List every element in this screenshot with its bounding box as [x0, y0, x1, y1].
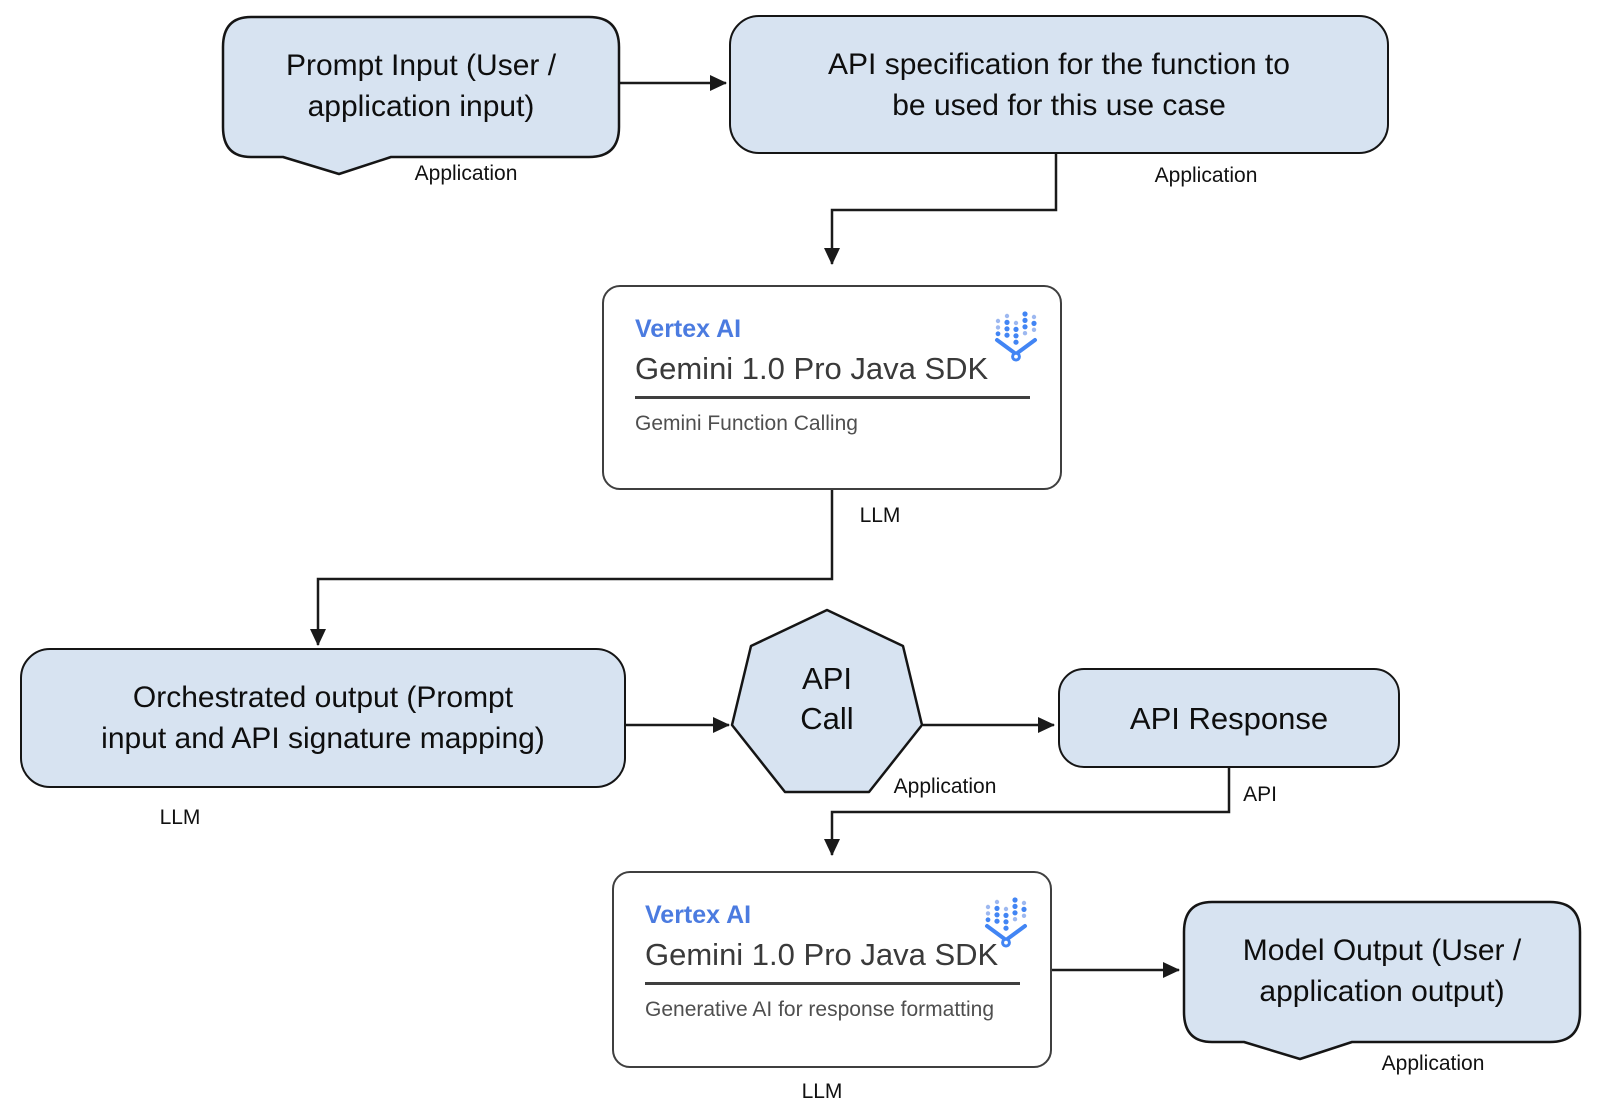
- tag-llm: LLM: [159, 806, 201, 829]
- heptagon-svg: [730, 608, 924, 794]
- node-prompt-input-text: Prompt Input (User / application input): [221, 15, 621, 157]
- heptagon-shape: [730, 608, 924, 794]
- vertex-ai-title: Vertex AI: [635, 315, 742, 343]
- node-orchestrated-output: Orchestrated output (Prompt input and AP…: [20, 648, 626, 788]
- node-model-output: Model Output (User / application output): [1182, 900, 1582, 1065]
- node-api-call-text: API Call: [727, 606, 927, 806]
- card-divider: [635, 396, 1030, 399]
- callout-shape: [1182, 900, 1582, 1061]
- connector-llm1-to-orchestrated: [310, 490, 834, 646]
- tag-application: Application: [414, 162, 518, 185]
- node-api-spec: API specification for the function to be…: [729, 15, 1389, 154]
- node-prompt-input: Prompt Input (User / application input): [221, 15, 621, 180]
- text-line: be used for this use case: [892, 88, 1226, 122]
- card-divider: [645, 982, 1020, 985]
- text-line: API Response: [1129, 700, 1329, 736]
- text-line: Call: [800, 701, 854, 736]
- vertex-ai-icon: [985, 897, 1027, 948]
- connector-apiresponse-to-llm2: [824, 768, 1231, 856]
- text-line: Orchestrated output (Prompt: [132, 681, 514, 714]
- callout-shape-svg: [1182, 900, 1582, 1061]
- text-line: application input): [307, 90, 535, 123]
- text-line: application output): [1259, 975, 1505, 1008]
- tag-api: API: [1243, 783, 1277, 806]
- tag-llm: LLM: [801, 1080, 843, 1103]
- connector-apispec-to-llm1: [824, 154, 1058, 265]
- vertex-ai-title: Vertex AI: [645, 901, 752, 929]
- gemini-sdk-subtitle: Gemini 1.0 Pro Java SDK: [635, 351, 989, 386]
- gemini-sdk-subtitle: Gemini 1.0 Pro Java SDK: [645, 937, 999, 972]
- tag-application: Application: [1381, 1052, 1485, 1075]
- callout-shape: [221, 15, 621, 176]
- tag-llm: LLM: [859, 504, 901, 527]
- text-line: API specification for the function to: [828, 47, 1290, 81]
- text-line: Prompt Input (User /: [285, 49, 557, 82]
- card-caption: Generative AI for response formatting: [645, 998, 995, 1021]
- vertex-ai-icon: [995, 311, 1037, 362]
- tag-application: Application: [893, 775, 997, 798]
- text-line: input and API signature mapping): [101, 722, 545, 755]
- card-caption: Gemini Function Calling: [635, 412, 858, 435]
- text-line: API: [802, 661, 852, 696]
- callout-shape-svg: [221, 15, 621, 176]
- text-line: Model Output (User /: [1242, 934, 1522, 967]
- node-api-response: API Response: [1058, 668, 1400, 768]
- card-gemini-function-calling: Vertex AI Gemini 1.0 Pro Java SDK Gemini…: [602, 285, 1062, 490]
- node-model-output-text: Model Output (User / application output): [1182, 900, 1582, 1042]
- card-gemini-response-formatting: Vertex AI Gemini 1.0 Pro Java SDK Genera…: [612, 871, 1052, 1068]
- tag-application: Application: [1154, 164, 1258, 187]
- node-api-call: API Call: [727, 606, 927, 806]
